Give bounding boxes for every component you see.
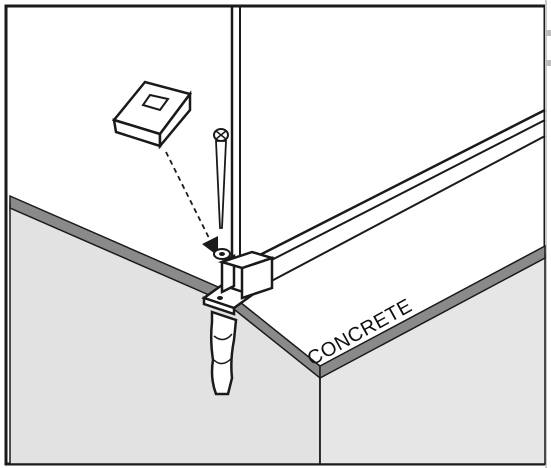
bracket-screw-hole xyxy=(217,296,223,300)
page-edge-mark xyxy=(546,30,551,36)
bracket-top xyxy=(217,250,277,270)
dashed-arrow-icon xyxy=(165,151,219,257)
plug-body xyxy=(209,310,238,396)
rail-top-line xyxy=(245,108,546,264)
screw-shaft xyxy=(215,140,227,229)
wall-plug-icon xyxy=(209,310,238,396)
page-edge-mark xyxy=(546,60,551,66)
cap-block-icon xyxy=(111,80,193,150)
rail-bottom-line xyxy=(261,135,546,287)
cap-block-side xyxy=(158,90,192,150)
cap-block-slot xyxy=(141,93,170,112)
bracket-base-front xyxy=(202,296,236,316)
slab-top-edge-right xyxy=(319,244,546,380)
concrete-slab xyxy=(9,194,546,465)
floor-rail xyxy=(245,108,546,287)
glass-panel xyxy=(230,6,241,262)
anchor-bracket-icon xyxy=(201,250,277,316)
washer-hole xyxy=(219,252,225,256)
screw-icon xyxy=(213,128,229,229)
plug-rib-1 xyxy=(213,333,233,341)
plug-rib-2 xyxy=(213,357,233,365)
rail-mid-line xyxy=(251,119,546,271)
washer-icon xyxy=(213,248,231,260)
